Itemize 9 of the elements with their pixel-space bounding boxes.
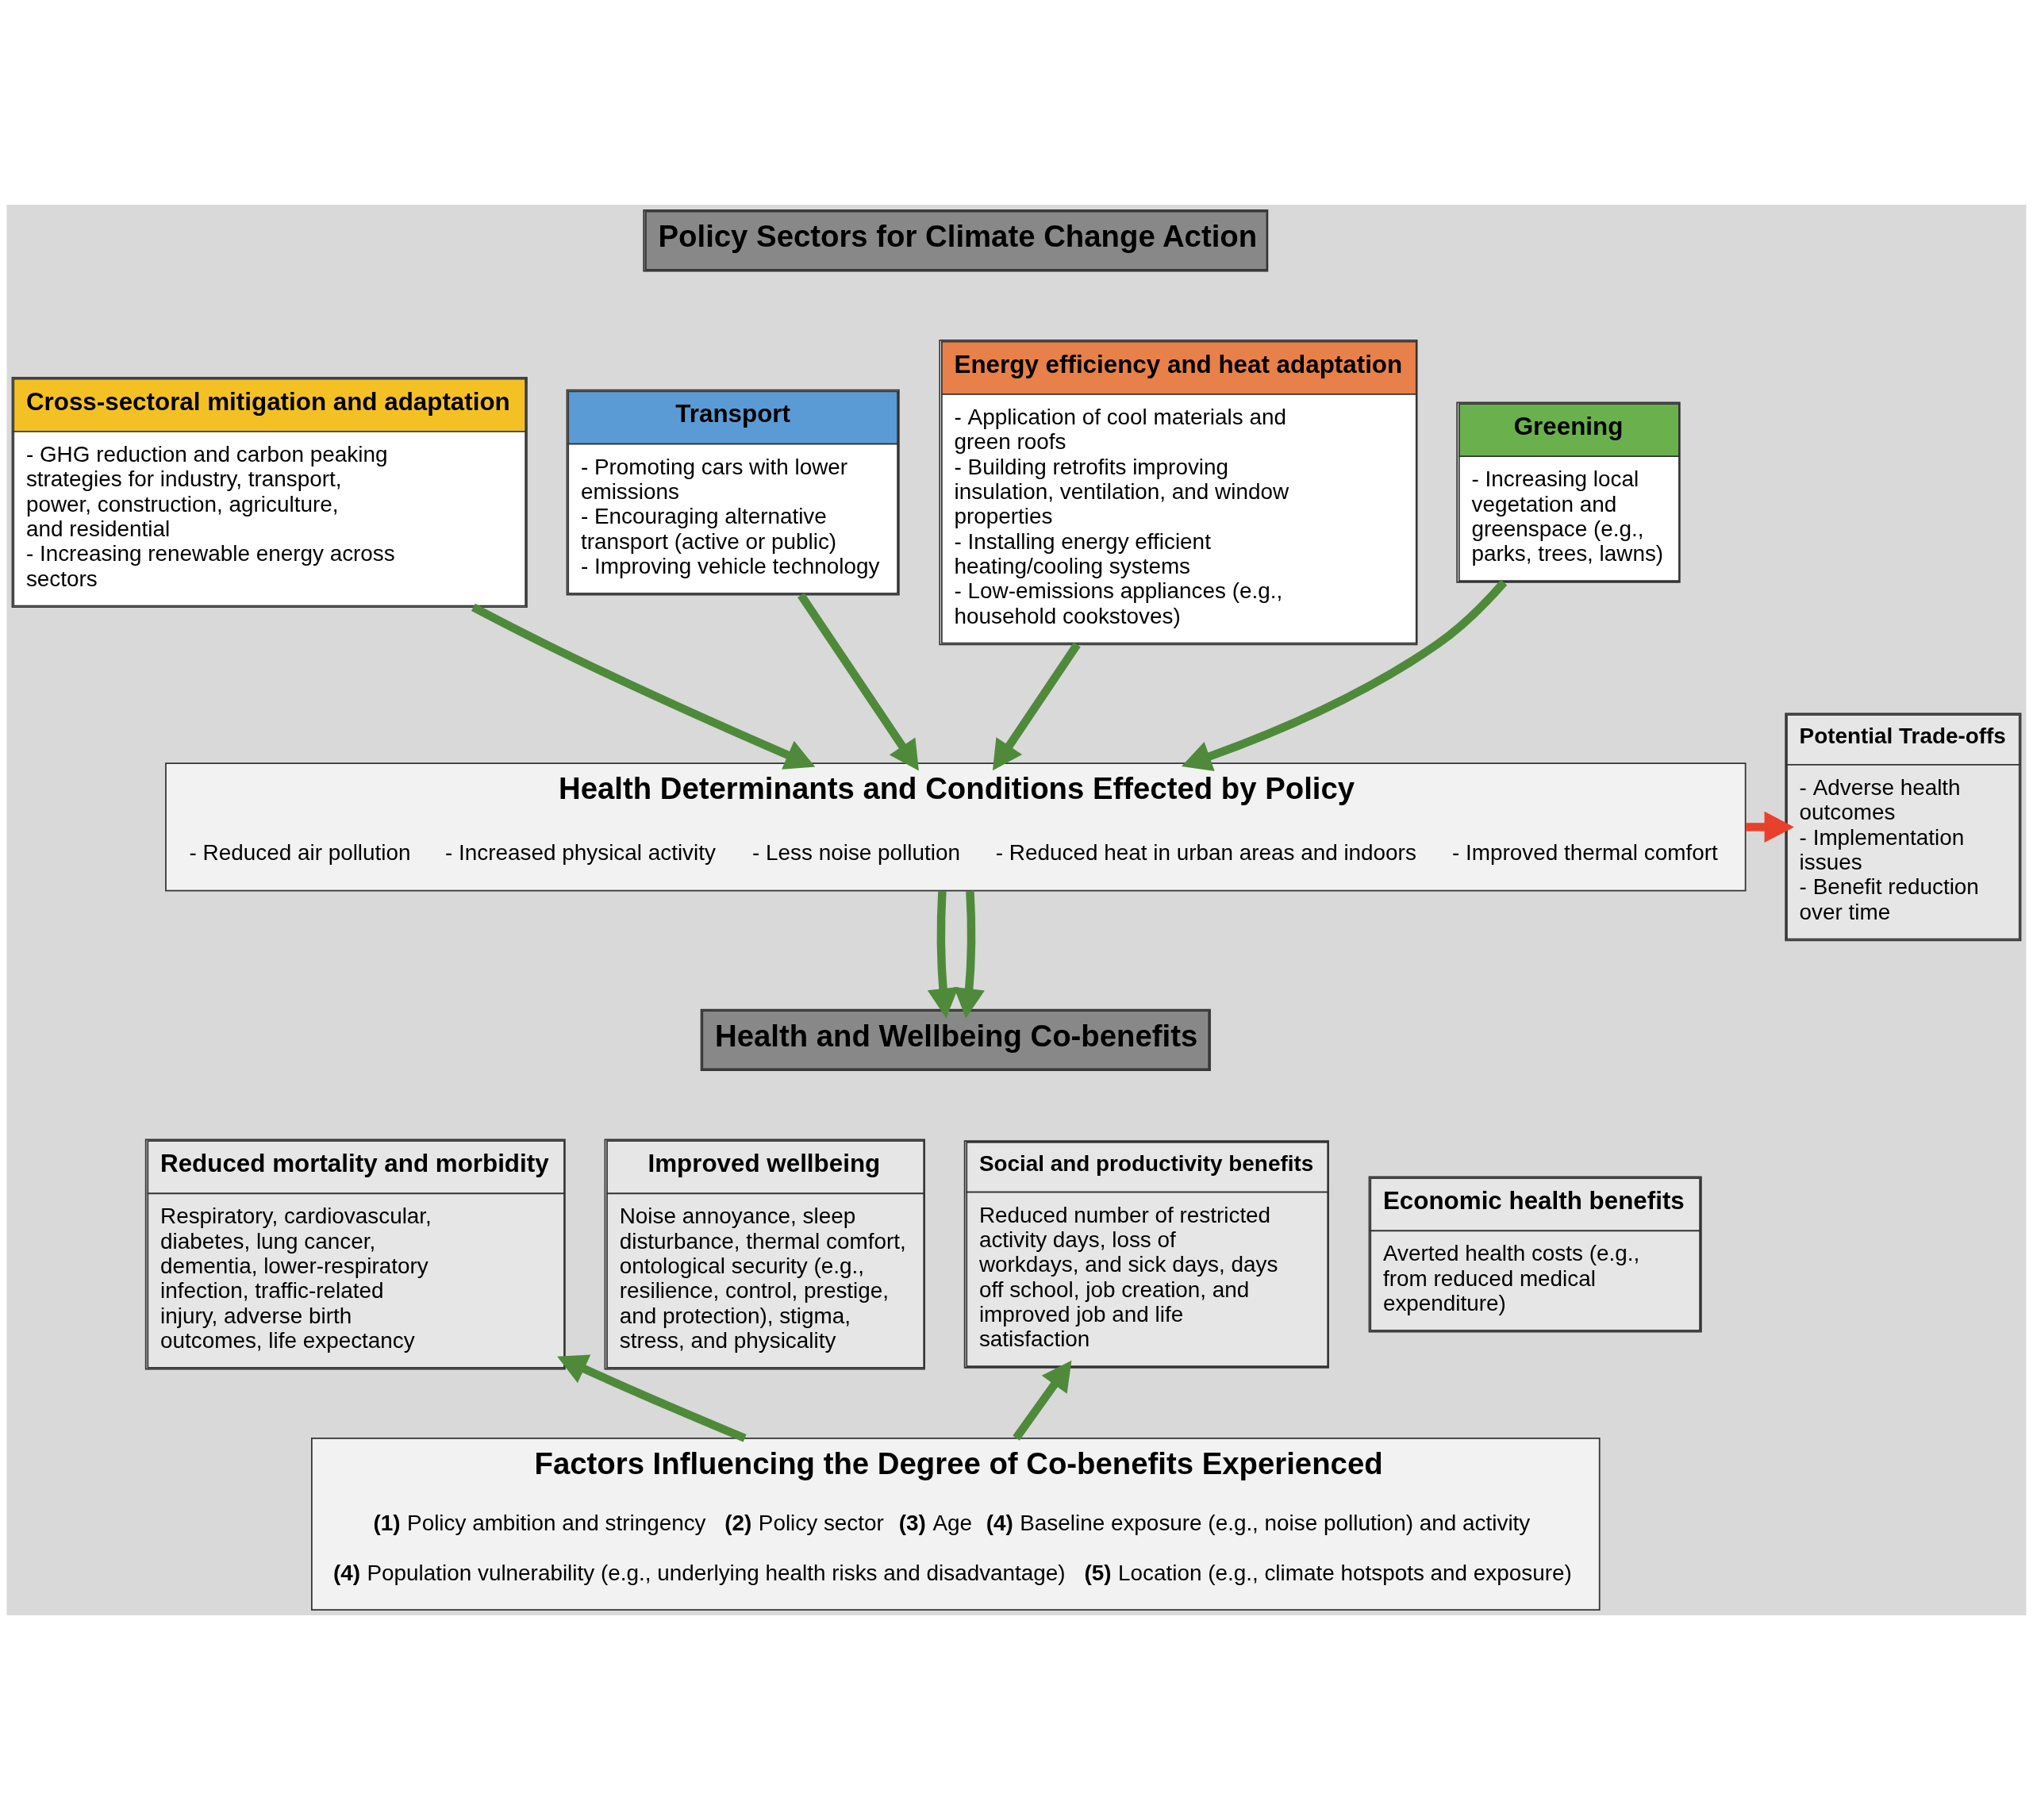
arrow [927, 890, 959, 1019]
arrow [1746, 811, 1794, 843]
arrow [1181, 579, 1508, 772]
arrow [1013, 1360, 1072, 1441]
arrow [471, 603, 816, 770]
arrow [953, 890, 985, 1019]
arrow [797, 593, 919, 771]
arrow [992, 642, 1081, 771]
arrow [557, 1354, 747, 1442]
